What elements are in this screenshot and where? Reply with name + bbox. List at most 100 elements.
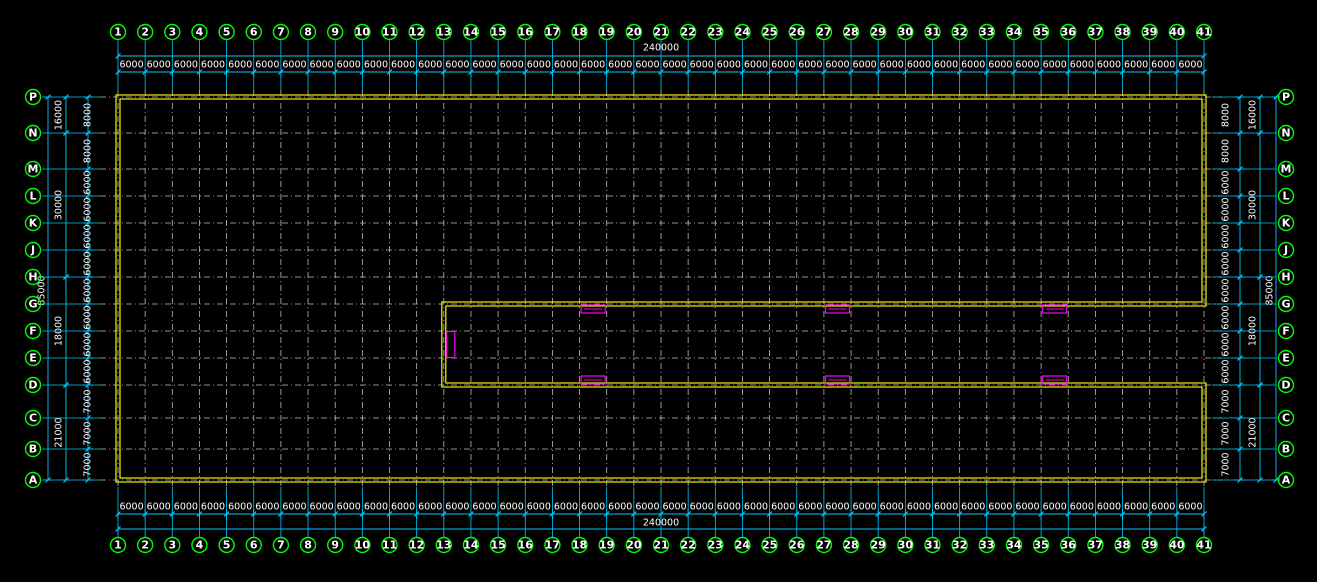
axis-bubble-top-36: 36 xyxy=(1061,26,1077,39)
axis-bubble-right-P: P xyxy=(1282,91,1290,104)
axis-bubble-right-B: B xyxy=(1282,443,1290,456)
right-row-dim-7: 6000 xyxy=(1221,305,1232,329)
axis-bubble-bottom-35-circle xyxy=(1032,536,1050,554)
axis-bubble-left-G-circle xyxy=(24,295,42,313)
axis-bubble-top-18: 18 xyxy=(572,26,587,39)
marker-bottom-3 xyxy=(1042,375,1068,385)
axis-bubble-top-19: 19 xyxy=(599,26,614,39)
axis-bubble-bottom-14: 14 xyxy=(463,539,479,552)
bottom-dim-2: 6000 xyxy=(147,502,171,513)
axis-bubble-top-37-circle xyxy=(1087,23,1104,41)
axis-bubble-top-41: 41 xyxy=(1196,26,1211,39)
bottom-dim-26: 6000 xyxy=(798,502,822,513)
axis-bubble-top-13-circle xyxy=(435,23,452,41)
bottom-dim-34: 6000 xyxy=(1015,502,1039,513)
bottom-dim-27: 6000 xyxy=(825,502,849,513)
axis-bubble-top-33-circle xyxy=(978,23,995,41)
axis-bubble-top-40: 40 xyxy=(1169,26,1185,39)
axis-bubble-left-P-circle xyxy=(24,88,42,106)
top-dim-7: 6000 xyxy=(282,60,306,71)
axis-bubble-bottom-7: 7 xyxy=(277,539,285,552)
axis-bubble-bottom-36: 36 xyxy=(1061,539,1077,552)
grid-lines xyxy=(100,90,1222,487)
axis-bubble-right-G: G xyxy=(1281,298,1290,311)
axis-bubble-bottom-32-circle xyxy=(951,536,968,554)
axis-bubble-bottom-24: 24 xyxy=(735,539,751,552)
axis-bubble-right-E: E xyxy=(1282,352,1290,365)
axis-bubble-bottom-5-circle xyxy=(218,536,235,554)
axis-bubble-bottom-23-circle xyxy=(707,536,724,554)
axis-bubble-bottom-3: 3 xyxy=(168,539,176,552)
axis-bubble-right-M-circle xyxy=(1277,160,1295,178)
axis-bubble-right-K-circle xyxy=(1277,214,1295,232)
axis-bubble-top-1-circle xyxy=(109,23,127,41)
left-row-dim-0: 8000 xyxy=(83,103,94,127)
top-dim-18: 6000 xyxy=(581,60,605,71)
bottom-dim-19: 6000 xyxy=(608,502,632,513)
left-row-dim-4: 6000 xyxy=(83,224,94,248)
right-row-dim-9: 6000 xyxy=(1221,359,1232,383)
bottom-dim-10: 6000 xyxy=(364,502,388,513)
top-dim-31: 6000 xyxy=(934,60,958,71)
axis-bubble-left-P: P xyxy=(29,91,37,104)
axis-bubble-bottom-19: 19 xyxy=(599,539,614,552)
right-overall-dim: 85000 xyxy=(1265,275,1276,305)
top-dim-21: 6000 xyxy=(662,60,686,71)
axis-bubble-top-3: 3 xyxy=(168,26,176,39)
axis-bubble-bottom-35: 35 xyxy=(1033,539,1048,552)
marker-bottom-1 xyxy=(580,375,606,385)
top-dim-29: 6000 xyxy=(880,60,904,71)
left-row-dim-3: 6000 xyxy=(83,197,94,221)
bottom-dim-23: 6000 xyxy=(717,502,741,513)
axis-bubble-top-32-circle xyxy=(951,23,968,41)
axis-bubble-top-16: 16 xyxy=(518,26,534,39)
axis-bubble-bottom-22: 22 xyxy=(680,539,695,552)
outer-wall-line xyxy=(115,94,1207,483)
axis-bubble-top-22: 22 xyxy=(680,26,695,39)
axis-bubble-left-L: L xyxy=(29,190,36,203)
bottom-dim-12: 6000 xyxy=(418,502,442,513)
axis-bubble-bottom-34-circle xyxy=(1005,536,1023,554)
axis-bubble-top-16-circle xyxy=(517,23,534,41)
axis-bubble-top-23: 23 xyxy=(708,26,723,39)
axis-bubble-top-2-circle xyxy=(136,23,154,41)
axis-bubble-left-H: H xyxy=(28,271,37,284)
axis-bubble-right-L: L xyxy=(1282,190,1289,203)
axis-bubble-right-P-circle xyxy=(1277,88,1295,106)
axis-bubble-bottom-18: 18 xyxy=(572,539,587,552)
axis-bubble-top-38-circle xyxy=(1114,23,1131,41)
axis-bubble-left-L-circle xyxy=(24,187,42,205)
axis-bubble-right-N-circle xyxy=(1277,124,1295,142)
axis-bubble-bottom-4: 4 xyxy=(196,539,204,552)
axis-bubble-right-J-circle xyxy=(1277,241,1295,259)
bottom-dim-20: 6000 xyxy=(635,502,659,513)
axis-bubble-top-14: 14 xyxy=(463,26,479,39)
axis-bubble-bottom-26-circle xyxy=(788,536,805,554)
right-row-dim-0: 8000 xyxy=(1221,103,1232,127)
axis-bubble-left-B-circle xyxy=(24,440,42,458)
top-dim-39: 6000 xyxy=(1151,60,1175,71)
building-outline xyxy=(115,94,1207,483)
axis-bubble-bottom-19-circle xyxy=(598,536,615,554)
top-dim-3: 6000 xyxy=(174,60,198,71)
axis-bubble-bottom-2-circle xyxy=(136,536,154,554)
left-group-dim-1: 30000 xyxy=(54,190,65,220)
axis-bubble-bottom-25-circle xyxy=(761,536,778,554)
axis-bubble-bottom-23: 23 xyxy=(708,539,723,552)
axis-bubble-top-14-circle xyxy=(462,23,480,41)
axis-bubble-top-17: 17 xyxy=(545,26,560,39)
bottom-dim-15: 6000 xyxy=(500,502,524,513)
axis-bubble-top-17-circle xyxy=(544,23,561,41)
axis-bubble-top-29-circle xyxy=(870,23,887,41)
axis-bubble-right-M: M xyxy=(1281,163,1292,176)
top-dim-10: 6000 xyxy=(364,60,388,71)
axis-bubble-bottom-28-circle xyxy=(842,536,860,554)
axis-bubble-bottom-36-circle xyxy=(1060,536,1077,554)
bottom-dim-14: 6000 xyxy=(472,502,496,513)
axis-bubble-bottom-21: 21 xyxy=(653,539,668,552)
axis-bubble-bottom-25: 25 xyxy=(762,539,777,552)
axis-bubble-top-34: 34 xyxy=(1006,26,1022,39)
right-row-dim-8: 6000 xyxy=(1221,332,1232,356)
axis-bubble-bottom-8-circle xyxy=(299,536,317,554)
